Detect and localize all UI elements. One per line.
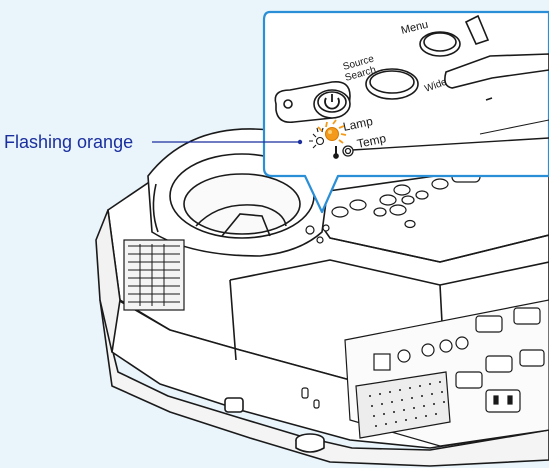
rear-io-panel [301, 299, 549, 447]
power-button[interactable] [274, 80, 351, 124]
temp-label: Temp [356, 131, 388, 151]
zoom-callout: Menu Source Search Wide Lamp Temp [262, 10, 549, 214]
menu-button[interactable] [419, 31, 461, 57]
lamp-indicator-icon [309, 119, 347, 149]
wide-tele-rocker[interactable] [444, 53, 549, 89]
callout-leader-line [152, 139, 303, 145]
flashing-orange-callout-label: Flashing orange [4, 132, 134, 152]
source-search-button[interactable] [365, 68, 419, 100]
ac-inlet-icon [485, 389, 521, 413]
kensington-lock-icon [301, 387, 320, 409]
power-icon [324, 94, 340, 110]
air-vent-left [123, 239, 185, 311]
temp-indicator-icon [333, 145, 354, 159]
lamp-label: Lamp [342, 114, 375, 134]
